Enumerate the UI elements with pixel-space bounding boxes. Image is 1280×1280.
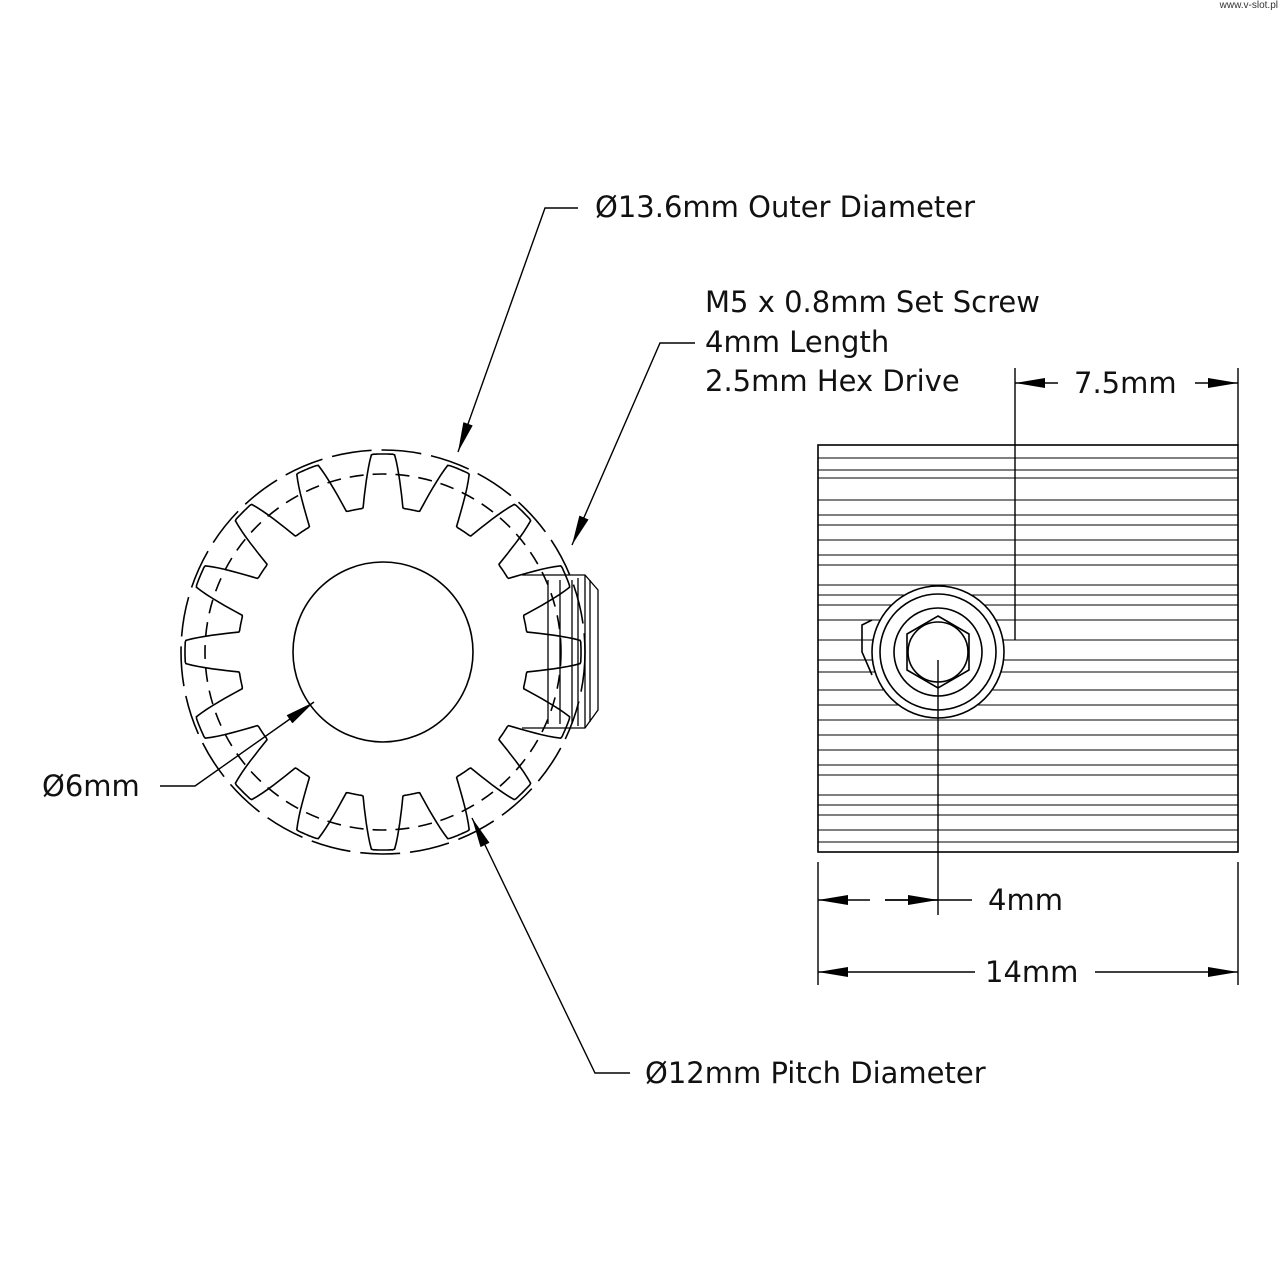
bore-circle bbox=[292, 561, 474, 743]
gear-front-view bbox=[180, 449, 599, 855]
bore-dimension: Ø6mm bbox=[42, 769, 140, 803]
extension-line bbox=[817, 368, 1239, 985]
pitch-diameter-label: Ø12mm Pitch Diameter bbox=[645, 1056, 986, 1090]
outer-diameter-leader bbox=[457, 207, 578, 453]
bore-leader bbox=[160, 701, 315, 787]
pitch-circle bbox=[204, 473, 562, 831]
pitch-diameter-leader bbox=[471, 817, 630, 1074]
set-screw-label-1: M5 x 0.8mm Set Screw bbox=[705, 285, 1040, 319]
dimension-lines bbox=[160, 207, 1239, 1074]
outer-diameter-circle bbox=[180, 449, 586, 855]
watermark: www.v-slot.pl bbox=[1219, 0, 1278, 11]
screw-offset-dimension: 7.5mm bbox=[1074, 366, 1177, 400]
width-dimension: 14mm bbox=[985, 955, 1079, 989]
set-screw-side bbox=[522, 574, 599, 729]
gear-side-outline bbox=[817, 444, 1239, 853]
set-screw-label-3: 2.5mm Hex Drive bbox=[705, 364, 960, 398]
outer-diameter-label: Ø13.6mm Outer Diameter bbox=[595, 190, 976, 224]
set-screw-label-2: 4mm Length bbox=[705, 325, 890, 359]
side-view bbox=[817, 444, 1239, 853]
set-screw-leader bbox=[571, 342, 695, 546]
hub-offset-dimension: 4mm bbox=[988, 883, 1063, 917]
gear-teeth-profile bbox=[184, 453, 582, 851]
